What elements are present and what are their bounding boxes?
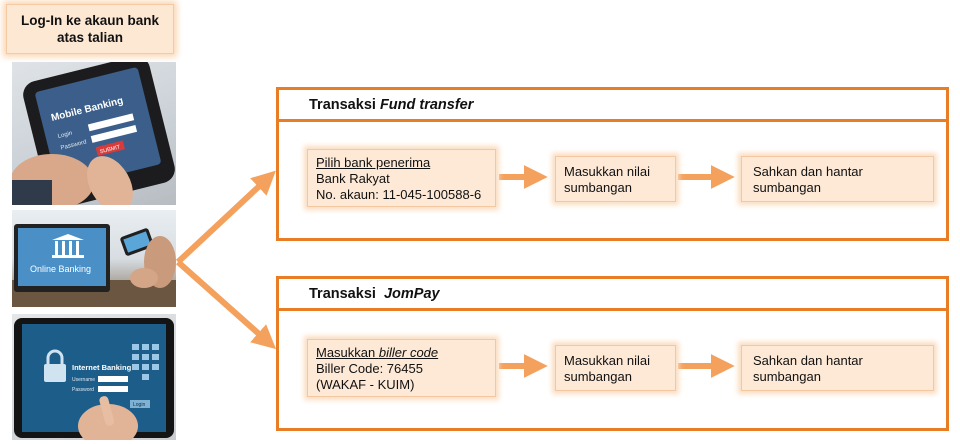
fund-transfer-step-enter-amount: Masukkan nilai sumbangan — [555, 156, 676, 202]
fund-transfer-title-prefix: Transaksi — [309, 96, 380, 113]
ft-step1-account: No. akaun: 11-045-100588-6 — [316, 187, 482, 202]
internet-login-label: Login — [133, 402, 145, 408]
jp-step3-line1: Sahkan dan hantar — [753, 353, 863, 368]
login-title-box: Log-In ke akaun bank atas talian — [6, 4, 174, 54]
internet-username-label: Username — [72, 377, 95, 383]
internet-screen-title: Internet Banking — [72, 363, 132, 372]
ft-step1-heading: Pilih bank penerima — [316, 155, 431, 170]
jp-step1-biller-code: Biller Code: 76455 — [316, 361, 423, 376]
arrow-to-fund-transfer — [175, 170, 276, 265]
jompay-step-enter-biller-code: Masukkan biller code Biller Code: 76455 … — [307, 339, 496, 397]
fund-transfer-step-select-bank: Pilih bank penerima Bank Rakyat No. akau… — [307, 149, 496, 207]
jompay-step-confirm-send: Sahkan dan hantar sumbangan — [741, 345, 934, 391]
ft-step3-line1: Sahkan dan hantar — [753, 164, 863, 179]
internet-password-label: Password — [72, 387, 94, 393]
mobile-banking-illustration: Mobile Banking Login Password SUBMIT — [12, 62, 175, 205]
jp-step1-heading-prefix: Masukkan — [316, 345, 379, 360]
mobile-login-label: Login — [57, 131, 73, 140]
arrow-to-jompay — [176, 259, 277, 350]
jompay-step-enter-amount: Masukkan nilai sumbangan — [555, 345, 676, 391]
jompay-title-prefix: Transaksi — [309, 285, 384, 302]
online-screen-title: Online Banking — [30, 264, 91, 274]
online-banking-illustration: Online Banking — [12, 224, 176, 307]
jp-step1-biller-name: (WAKAF - KUIM) — [316, 377, 415, 392]
jompay-header: Transaksi JomPay — [276, 276, 949, 311]
jompay-title-italic: JomPay — [383, 285, 440, 302]
login-title-line2: atas talian — [56, 30, 124, 45]
mobile-banking-photo: Mobile Banking Login Password SUBMIT — [12, 62, 176, 205]
fund-transfer-header: Transaksi Fund transfer — [276, 87, 949, 122]
jp-step2-line1: Masukkan nilai — [564, 353, 650, 368]
ft-step2-line2: sumbangan — [564, 180, 632, 195]
jp-step1-heading: Masukkan biller code — [316, 345, 487, 361]
internet-banking-illustration: Internet Banking Username Password Login — [14, 318, 174, 440]
online-banking-photo: Online Banking — [12, 210, 176, 307]
internet-banking-photo: Internet Banking Username Password Login — [12, 314, 176, 440]
fund-transfer-step-confirm-send: Sahkan dan hantar sumbangan — [741, 156, 934, 202]
ft-step3-line2: sumbangan — [753, 180, 821, 195]
jp-step1-heading-italic: biller code — [378, 345, 439, 360]
jp-step2-line2: sumbangan — [564, 369, 632, 384]
ft-step1-bank: Bank Rakyat — [316, 171, 390, 186]
mobile-submit-label: SUBMIT — [99, 144, 121, 155]
ft-step2-line1: Masukkan nilai — [564, 164, 650, 179]
fund-transfer-title-italic: Fund transfer — [379, 96, 474, 113]
jp-step3-line2: sumbangan — [753, 369, 821, 384]
login-title-line1: Log-In ke akaun bank — [20, 13, 160, 28]
